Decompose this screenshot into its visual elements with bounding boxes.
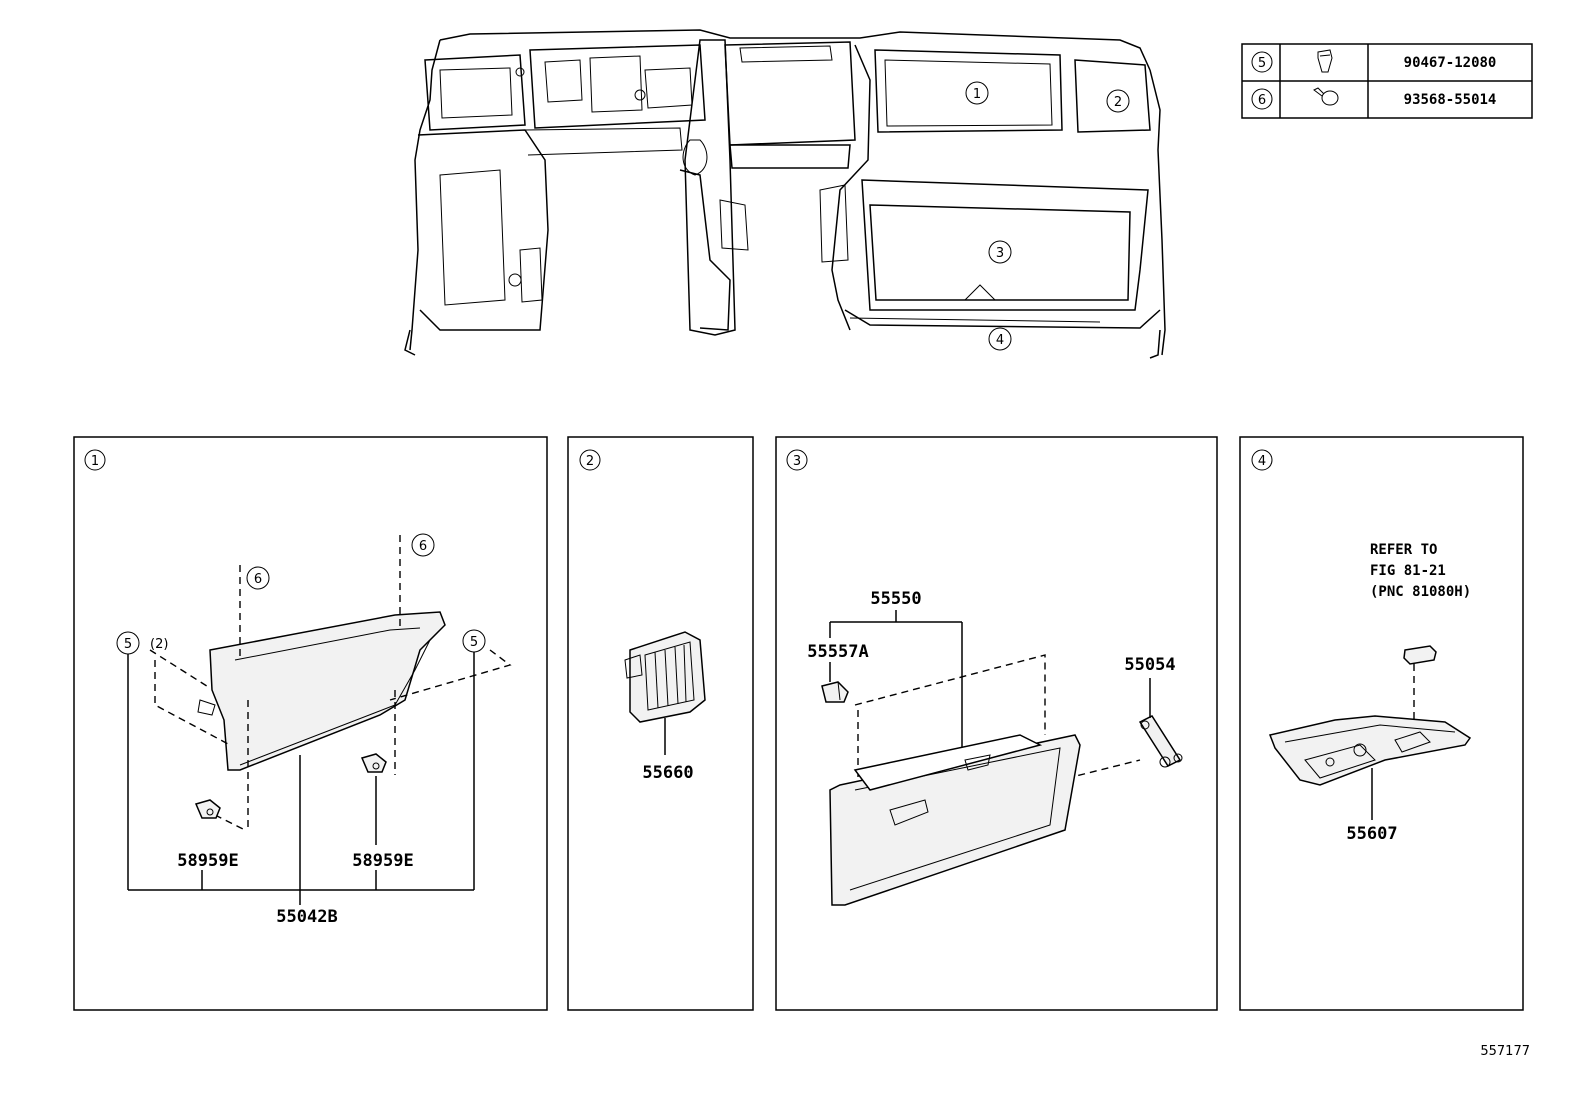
panel-4: 4 REFER TO FIG 81-21 (PNC 81080H) 55607 <box>1239 436 1524 1011</box>
svg-text:5: 5 <box>470 635 478 650</box>
screw-icon <box>1313 87 1339 106</box>
switch-part <box>1403 645 1437 665</box>
svg-text:3: 3 <box>793 454 801 469</box>
svg-text:1: 1 <box>973 87 981 102</box>
part-label-58959e-right: 58959E <box>352 851 413 871</box>
svg-text:93568-55014: 93568-55014 <box>1404 92 1497 108</box>
part-label-58959e-left: 58959E <box>177 851 238 871</box>
legend-table <box>1241 43 1533 119</box>
overview-callout-2: 2 <box>1106 89 1130 113</box>
air-vent-part <box>624 631 706 723</box>
refer-note-line-2: FIG 81-21 <box>1370 563 1446 579</box>
part-label-55550: 55550 <box>870 589 921 609</box>
glove-box-part <box>829 734 1081 906</box>
part-label-55557a: 55557A <box>807 642 868 662</box>
svg-text:4: 4 <box>1258 454 1266 469</box>
clip-part-right <box>360 753 387 773</box>
diagram-id: 557177 <box>1480 1044 1530 1059</box>
svg-text:5: 5 <box>124 637 132 652</box>
svg-text:4: 4 <box>996 333 1004 348</box>
svg-text:3: 3 <box>996 246 1004 261</box>
svg-text:1: 1 <box>91 454 99 469</box>
refer-note-line-3: (PNC 81080H) <box>1370 584 1471 600</box>
svg-text:90467-12080: 90467-12080 <box>1404 55 1497 71</box>
tray-part <box>1268 715 1472 786</box>
panel-2: 2 55660 <box>567 436 754 1011</box>
part-label-55660: 55660 <box>642 763 693 783</box>
refer-note-line-1: REFER TO <box>1370 542 1437 558</box>
clip-icon <box>1317 49 1333 73</box>
part-label-55054: 55054 <box>1124 655 1175 675</box>
svg-text:2: 2 <box>586 454 594 469</box>
part-label-55042b: 55042B <box>276 907 337 927</box>
svg-text:6: 6 <box>1258 93 1266 108</box>
overview-callout-4: 4 <box>988 327 1012 351</box>
part-label-55607: 55607 <box>1346 824 1397 844</box>
svg-text:6: 6 <box>419 539 427 554</box>
clip-part-left <box>194 799 221 819</box>
lower-panel-part <box>209 611 446 771</box>
svg-text:6: 6 <box>254 572 262 587</box>
svg-text:2: 2 <box>1114 95 1122 110</box>
legend-row-5: 5 90467-12080 <box>1251 49 1497 73</box>
hinge-part <box>1138 715 1183 768</box>
overview-callout-3: 3 <box>988 240 1012 264</box>
damper-part <box>821 681 849 703</box>
panel-3: 3 55550 55557A <box>775 436 1218 1011</box>
svg-text:5: 5 <box>1258 56 1266 71</box>
svg-text:(2): (2) <box>150 637 168 652</box>
dashboard-frame-overview <box>404 29 1166 359</box>
panel-1: 1 6 6 5 (2) 5 <box>73 436 548 1011</box>
overview-callout-1: 1 <box>965 81 989 105</box>
legend-row-6: 6 93568-55014 <box>1251 87 1497 110</box>
